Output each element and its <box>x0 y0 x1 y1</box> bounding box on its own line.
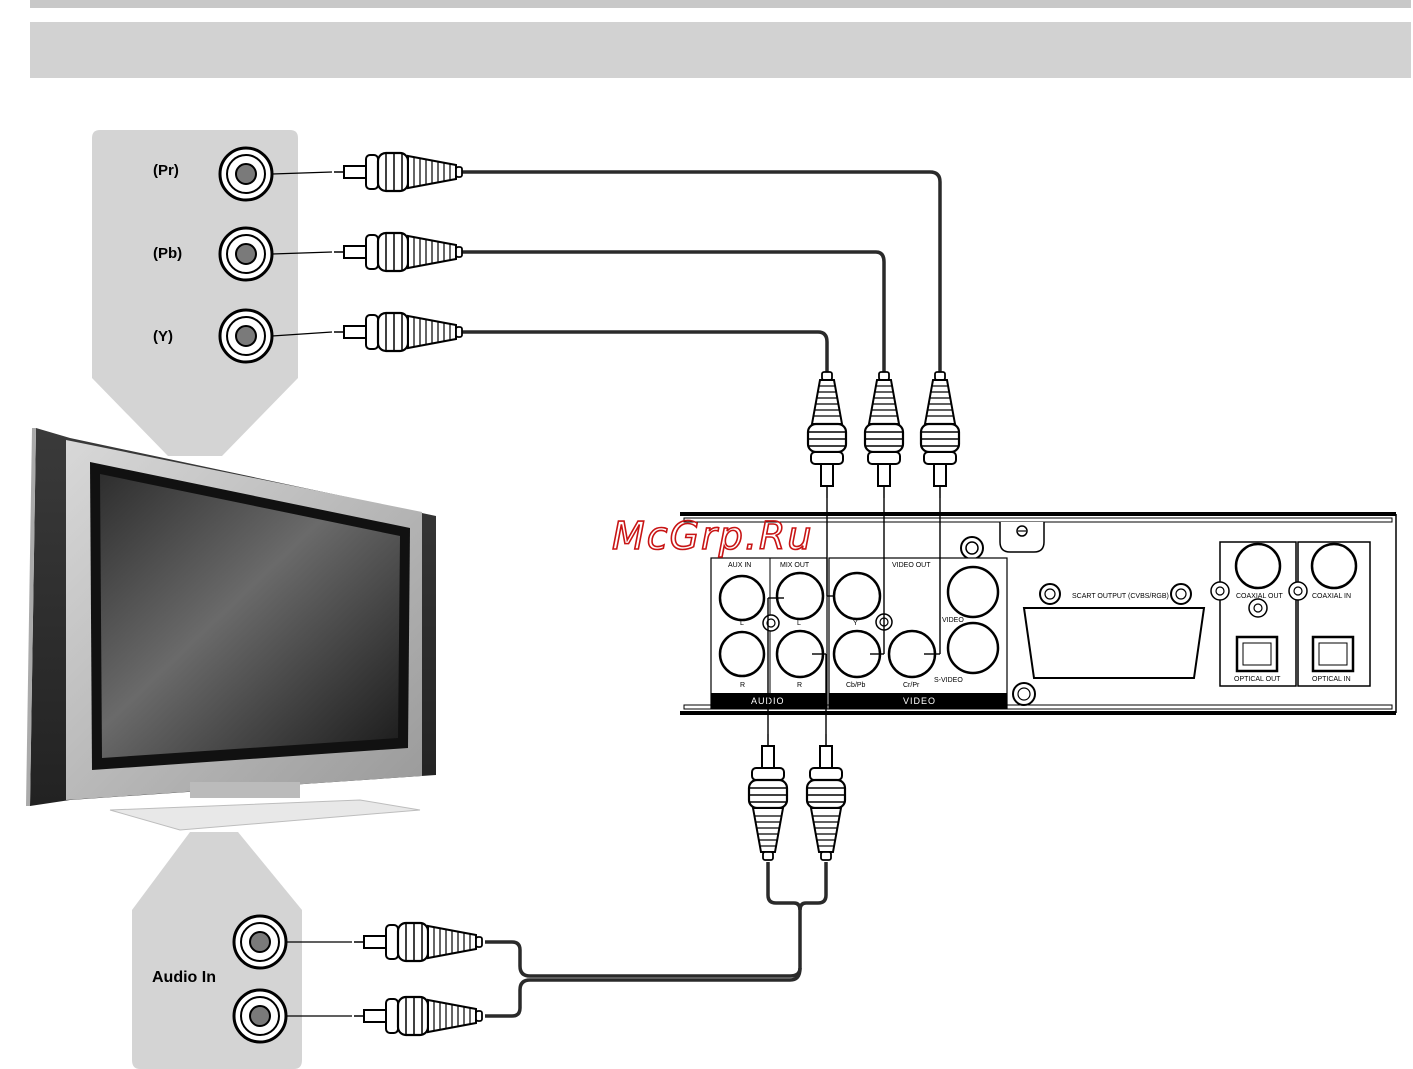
video-out-label: VIDEO OUT <box>892 562 931 569</box>
aux-l-label: L <box>740 620 744 627</box>
jack-video-label: VIDEO <box>942 617 964 624</box>
y-label: (Y) <box>153 328 173 345</box>
audio-in-left-jack <box>234 916 286 968</box>
pr-label: (Pr) <box>153 162 179 179</box>
y-player-plug <box>808 372 846 498</box>
coaxial-out-label: COAXIAL OUT <box>1236 593 1284 600</box>
y-input-jack <box>220 310 272 362</box>
optical-out-label: OPTICAL OUT <box>1234 676 1281 683</box>
pr-player-plug <box>921 372 959 498</box>
watermark: McGrp.Ru <box>612 514 813 558</box>
y-plug <box>334 313 462 351</box>
cable-audio-l <box>485 862 800 976</box>
audio-left-player-plug <box>749 734 787 860</box>
scart-label: SCART OUTPUT (CVBS/RGB) <box>1072 593 1169 600</box>
aux-r-label: R <box>740 682 745 689</box>
audio-right-player-plug <box>807 734 845 860</box>
pb-plug <box>334 233 462 271</box>
audio-left-plug <box>354 923 482 961</box>
jack-crpr-label: Cr/Pr <box>903 682 920 689</box>
jack-svideo-label: S-VIDEO <box>934 677 963 684</box>
flat-panel-tv <box>26 428 436 830</box>
pr-input-jack <box>220 148 272 200</box>
aux-in-label: AUX IN <box>728 562 751 569</box>
mix-out-label: MIX OUT <box>780 562 810 569</box>
cable-pr <box>462 172 940 372</box>
optical-in-label: OPTICAL IN <box>1312 676 1351 683</box>
mix-r-label: R <box>797 682 802 689</box>
cable-pb <box>462 252 884 372</box>
pr-plug <box>334 153 462 191</box>
video-group-label: VIDEO <box>903 696 936 706</box>
cable-audio-r <box>800 862 826 910</box>
jack-y-label: Y <box>853 620 858 627</box>
audio-in-right-jack <box>234 990 286 1042</box>
mix-l-label: L <box>797 620 801 627</box>
cable-y <box>462 332 827 372</box>
pb-player-plug <box>865 372 903 498</box>
pb-input-jack <box>220 228 272 280</box>
jack-cbpb-label: Cb/Pb <box>846 682 866 689</box>
pb-label: (Pb) <box>153 245 182 262</box>
coaxial-in-label: COAXIAL IN <box>1312 593 1351 600</box>
audio-in-label: Audio In <box>152 969 216 986</box>
audio-right-plug <box>354 997 482 1035</box>
